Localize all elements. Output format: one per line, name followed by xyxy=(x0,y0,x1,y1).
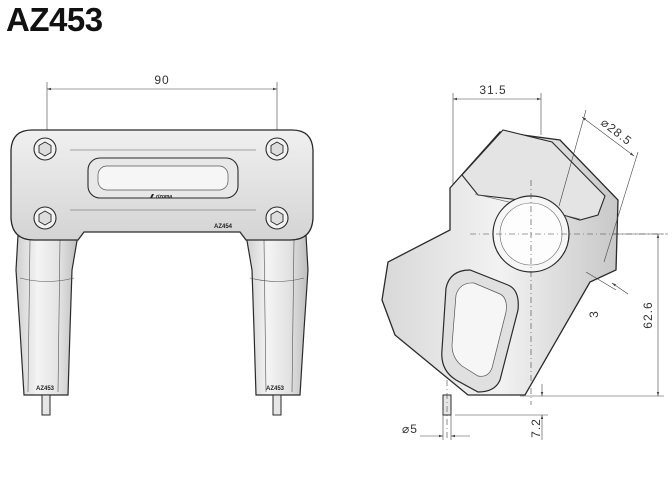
offset-dimension: 31.5 xyxy=(452,83,542,196)
left-leg: AZ453 xyxy=(15,234,79,416)
side-view: 31.5 ⌀28.5 xyxy=(381,83,668,440)
bolt-top-right-icon xyxy=(265,137,289,161)
width-dimension-label: 90 xyxy=(154,73,169,87)
bolt-bottom-left-icon xyxy=(33,206,57,230)
brand-logo: rizoma xyxy=(150,194,172,200)
offset-dimension-label: 31.5 xyxy=(479,83,506,97)
clamp-diameter-label: ⌀28.5 xyxy=(598,115,635,148)
pin-diameter-dimension: ⌀5 xyxy=(402,410,470,440)
pin-length-dimension: 7.2 xyxy=(455,384,548,440)
brand-logo-text: rizoma xyxy=(156,194,172,200)
left-leg-part-mark: AZ453 xyxy=(36,386,55,392)
rise-dimension-label: 3 xyxy=(587,310,601,318)
height-dimension: 62.6 xyxy=(520,233,664,397)
right-leg: AZ453 xyxy=(245,234,309,416)
height-dimension-label: 62.6 xyxy=(641,301,655,328)
rise-dimension: 3 xyxy=(585,271,629,318)
pin-length-label: 7.2 xyxy=(529,418,543,438)
top-bridge: rizoma AZ454 xyxy=(10,129,314,241)
bolt-bottom-right-icon xyxy=(265,206,289,230)
page-title: AZ453 xyxy=(6,1,103,38)
front-view: 90 AZ453 AZ453 xyxy=(10,73,314,416)
pin-diameter-label: ⌀5 xyxy=(402,422,418,436)
bolt-top-left-icon xyxy=(33,137,57,161)
rizoma-logo-icon xyxy=(150,194,154,198)
bridge-part-mark: AZ454 xyxy=(214,224,233,230)
right-leg-part-mark: AZ453 xyxy=(266,386,285,392)
